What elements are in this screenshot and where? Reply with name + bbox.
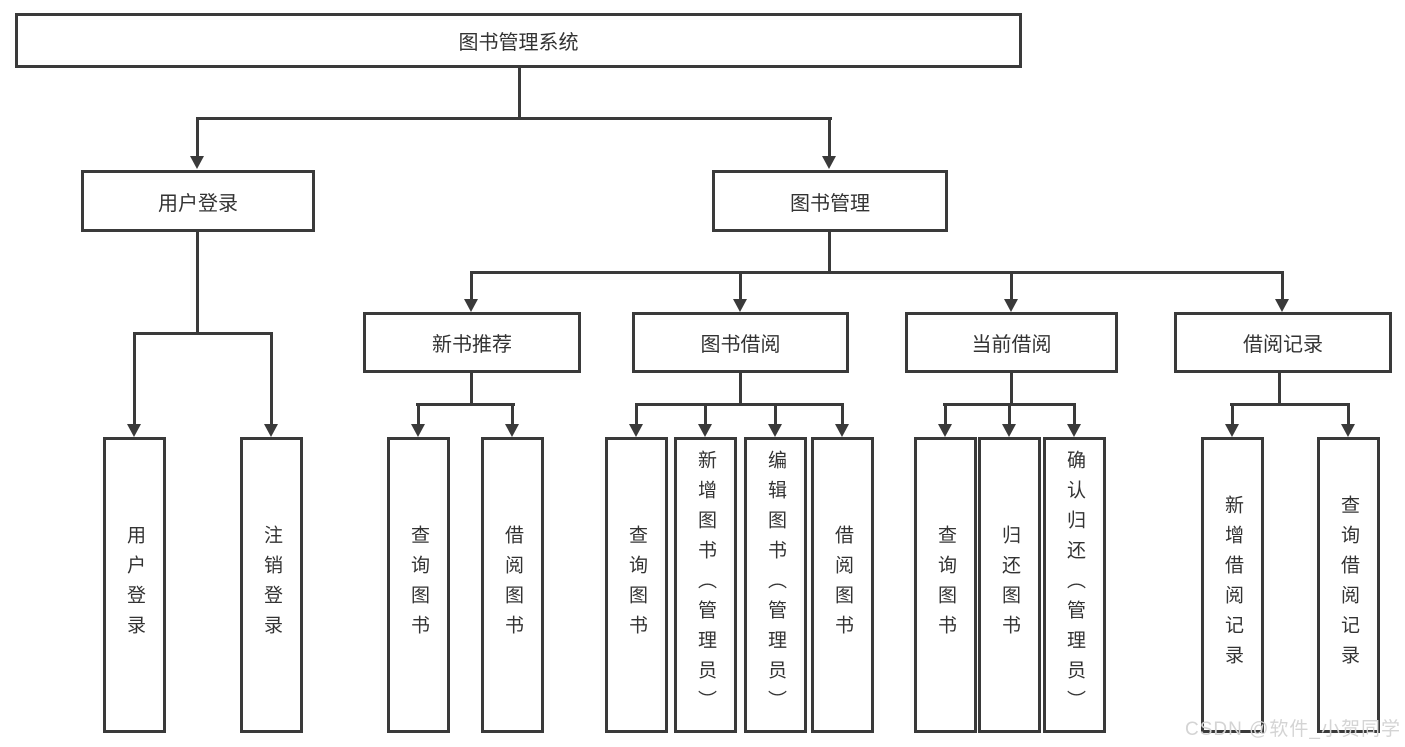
arrow-to-leaf-borrow-books-borrow	[835, 404, 849, 437]
arrow-to-book-borrow	[733, 273, 747, 312]
leaf-query-books-current-label: 查询图书	[935, 525, 956, 645]
connector-current-borrow-stem	[1010, 373, 1013, 405]
leaf-logout-label: 注销登录	[261, 525, 282, 645]
watermark: CSDN @软件_小贺同学	[1185, 719, 1401, 740]
leaf-confirm-return-admin-label: 确认归还（管理员）	[1064, 450, 1085, 720]
leaf-user-login-label: 用户登录	[124, 525, 145, 645]
connector-borrow-records-split	[1230, 403, 1350, 406]
leaf-borrow-books-recommend: 借阅图书	[481, 437, 544, 733]
leaf-edit-book-admin-label: 编辑图书（管理员）	[765, 450, 786, 720]
leaf-borrow-books-borrow-label: 借阅图书	[832, 525, 853, 645]
leaf-user-login: 用户登录	[103, 437, 166, 733]
node-borrow-records-label: 借阅记录	[1243, 334, 1323, 356]
leaf-add-borrow-record: 新增借阅记录	[1201, 437, 1264, 733]
arrow-to-leaf-add-borrow-record	[1225, 404, 1239, 437]
arrow-to-new-book-recommend	[464, 273, 478, 312]
node-new-book-recommend: 新书推荐	[363, 312, 581, 373]
arrow-to-leaf-return-book	[1002, 404, 1016, 437]
connector-book-borrow-stem	[739, 373, 742, 405]
leaf-add-book-admin: 新增图书（管理员）	[674, 437, 737, 733]
leaf-query-books-recommend: 查询图书	[387, 437, 450, 733]
leaf-return-book: 归还图书	[978, 437, 1041, 733]
leaf-borrow-books-borrow: 借阅图书	[811, 437, 874, 733]
node-borrow-records: 借阅记录	[1174, 312, 1392, 373]
arrow-to-borrow-records	[1275, 273, 1289, 312]
arrow-to-leaf-add-book-admin	[698, 404, 712, 437]
node-book-management: 图书管理	[712, 170, 948, 232]
leaf-confirm-return-admin: 确认归还（管理员）	[1043, 437, 1106, 733]
node-current-borrow: 当前借阅	[905, 312, 1118, 373]
arrow-to-leaf-borrow-books-recommend	[505, 404, 519, 437]
connector-borrow-records-stem	[1278, 373, 1281, 405]
leaf-query-borrow-record: 查询借阅记录	[1317, 437, 1380, 733]
leaf-add-borrow-record-label: 新增借阅记录	[1222, 495, 1243, 675]
leaf-return-book-label: 归还图书	[999, 525, 1020, 645]
leaf-borrow-books-recommend-label: 借阅图书	[502, 525, 523, 645]
leaf-logout: 注销登录	[240, 437, 303, 733]
node-book-borrow: 图书借阅	[632, 312, 849, 373]
arrow-to-leaf-confirm-return-admin	[1067, 404, 1081, 437]
leaf-query-books-borrow-label: 查询图书	[626, 525, 647, 645]
node-user-login: 用户登录	[81, 170, 315, 232]
node-book-management-label: 图书管理	[790, 192, 870, 215]
arrow-to-book-management	[822, 118, 836, 169]
arrow-to-leaf-query-books-recommend	[411, 404, 425, 437]
leaf-add-book-admin-label: 新增图书（管理员）	[695, 450, 716, 720]
node-book-borrow-label: 图书借阅	[700, 334, 781, 356]
node-user-login-label: 用户登录	[158, 192, 238, 215]
connector-new-book-stem	[470, 373, 473, 405]
connector-new-book-split	[416, 403, 515, 406]
node-new-book-recommend-label: 新书推荐	[432, 334, 512, 356]
connector-user-login-split	[133, 332, 273, 335]
arrow-to-leaf-query-borrow-record	[1341, 404, 1355, 437]
leaf-edit-book-admin: 编辑图书（管理员）	[744, 437, 807, 733]
leaf-query-borrow-record-label: 查询借阅记录	[1338, 495, 1359, 675]
node-root: 图书管理系统	[15, 13, 1022, 68]
connector-user-login-stem	[196, 232, 199, 334]
arrow-to-leaf-query-books-borrow	[629, 404, 643, 437]
leaf-query-books-recommend-label: 查询图书	[408, 525, 429, 645]
arrow-to-leaf-user-login	[127, 334, 141, 437]
connector-level3-split	[470, 271, 1284, 274]
arrow-to-user-login	[190, 118, 204, 169]
connector-level2-split	[196, 117, 832, 120]
connector-root-stem	[518, 68, 521, 118]
arrow-to-leaf-edit-book-admin	[768, 404, 782, 437]
arrow-to-current-borrow	[1004, 273, 1018, 312]
node-root-label: 图书管理系统	[458, 32, 579, 54]
connector-book-borrow-split	[635, 403, 844, 406]
arrow-to-leaf-query-books-current	[938, 404, 952, 437]
arrow-to-leaf-logout	[264, 334, 278, 437]
leaf-query-books-current: 查询图书	[914, 437, 977, 733]
connector-book-management-stem	[828, 232, 831, 273]
leaf-query-books-borrow: 查询图书	[605, 437, 668, 733]
node-current-borrow-label: 当前借阅	[971, 334, 1052, 356]
